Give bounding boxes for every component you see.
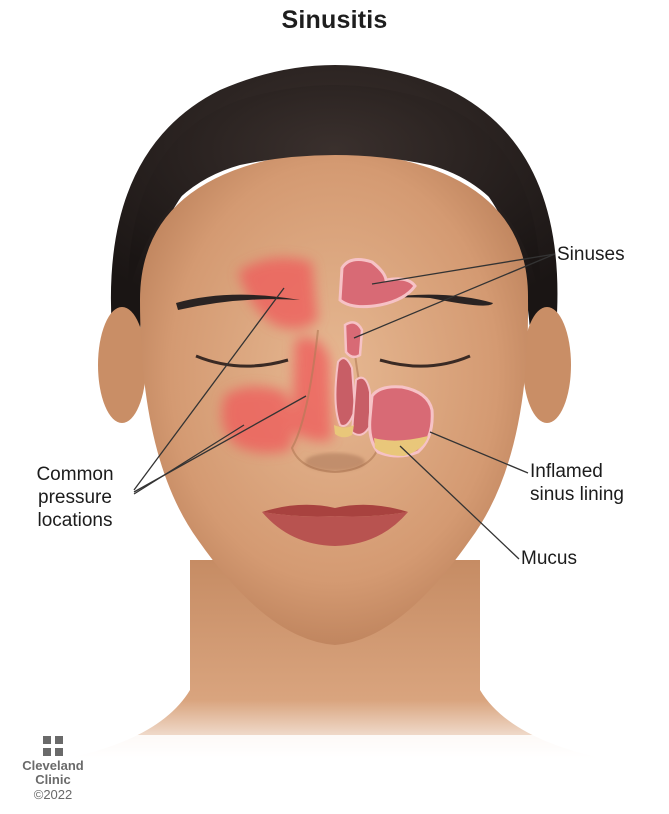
label-sinuses: Sinuses [557, 243, 625, 266]
label-common-line1: Common [16, 463, 134, 486]
neck-fade [0, 735, 669, 809]
diagram-title: Sinusitis [0, 6, 669, 35]
left-ear [98, 307, 146, 423]
nasal-cavity-right [352, 378, 370, 435]
nasal-cavity [335, 358, 355, 426]
label-common-pressure-locations: Common pressure locations [16, 463, 134, 532]
nostrils [305, 453, 365, 471]
copyright-text: ©2022 [18, 787, 88, 803]
label-common-line3: locations [16, 509, 134, 532]
label-inflamed-line2: sinus lining [530, 483, 624, 506]
label-inflamed-line1: Inflamed [530, 460, 624, 483]
right-ear [523, 307, 571, 423]
logo-line1: Cleveland [18, 759, 88, 773]
cleveland-clinic-logo: Cleveland Clinic ©2022 [18, 735, 88, 803]
ethmoid-sinus [345, 322, 362, 357]
label-common-line2: pressure [16, 486, 134, 509]
label-mucus: Mucus [521, 547, 577, 570]
cleveland-clinic-logo-icon [42, 735, 64, 757]
logo-line2: Clinic [18, 773, 88, 787]
label-inflamed-sinus-lining: Inflamed sinus lining [530, 460, 624, 506]
